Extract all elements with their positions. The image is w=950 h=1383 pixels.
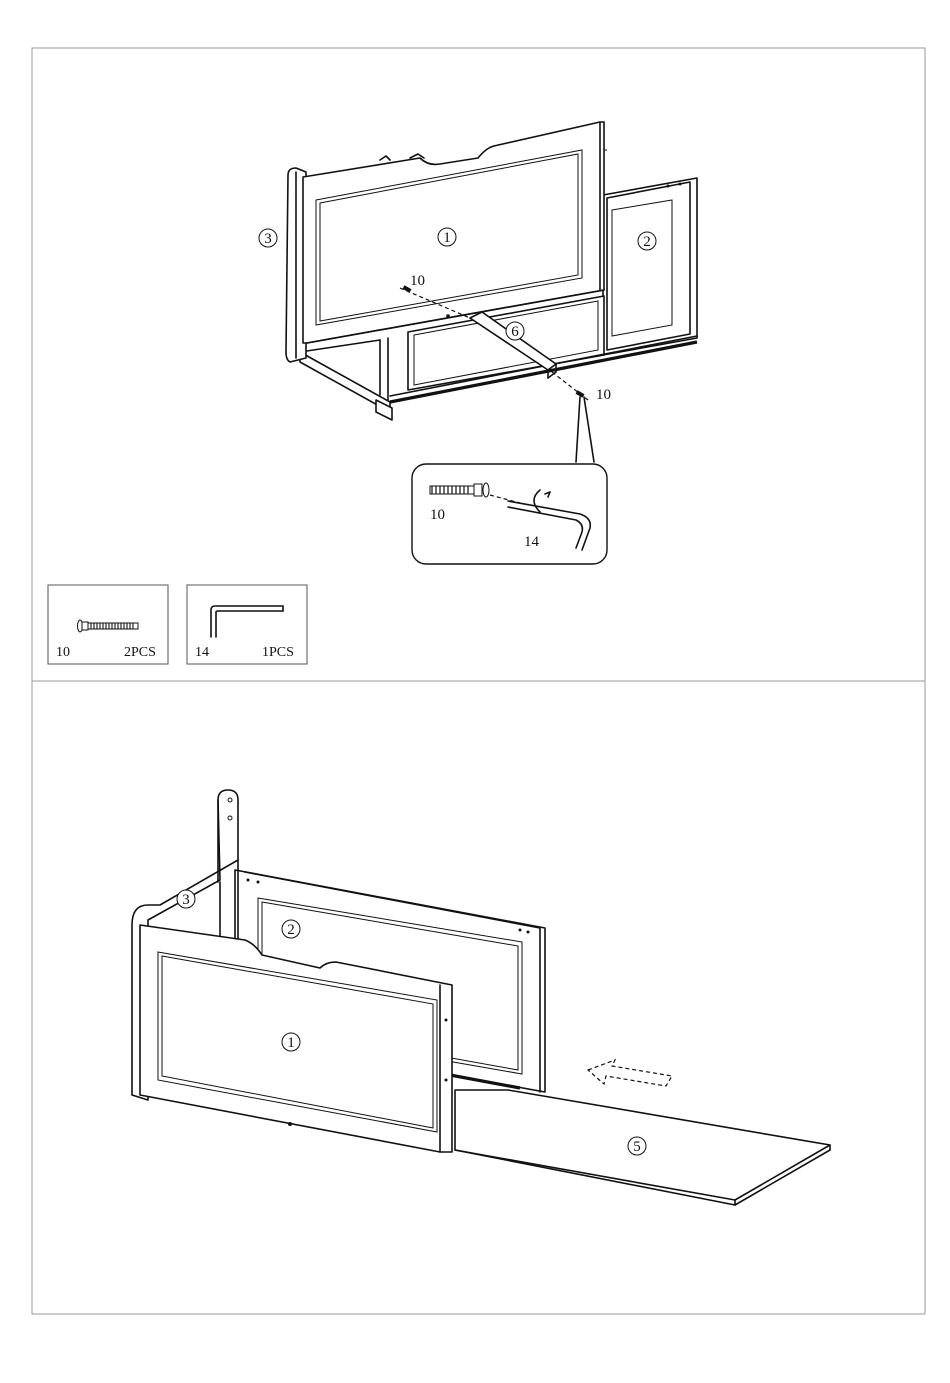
dashed-arrow-icon <box>588 1060 672 1086</box>
label-part-3: 3 <box>177 890 195 908</box>
svg-text:2: 2 <box>643 234 651 250</box>
parts-item-10-id: 10 <box>56 645 70 660</box>
svg-text:5: 5 <box>633 1139 641 1155</box>
svg-text:3: 3 <box>182 892 190 908</box>
detail-wrench-label: 14 <box>524 534 540 550</box>
step1-diagram: 3 1 2 6 10 10 <box>259 122 697 564</box>
screw-callout-bottom: 10 <box>596 387 611 403</box>
label-part-6: 6 <box>506 322 524 340</box>
parts-item-14-qty: 1PCS <box>262 645 294 660</box>
detail-bubble: 10 14 <box>412 464 607 564</box>
step2-diagram: 3 2 1 5 <box>132 790 830 1205</box>
detail-screw-label: 10 <box>430 507 445 523</box>
parts-item-14-id: 14 <box>195 645 209 660</box>
label-part-2: 2 <box>282 920 300 938</box>
label-part-1: 1 <box>438 228 456 246</box>
label-part-3: 3 <box>259 229 277 247</box>
svg-text:3: 3 <box>264 231 272 247</box>
label-part-1: 1 <box>282 1033 300 1051</box>
svg-text:2: 2 <box>287 922 295 938</box>
parts-item-10: 10 2PCS <box>48 585 168 664</box>
svg-text:1: 1 <box>443 230 451 246</box>
base-frame <box>300 338 392 420</box>
svg-text:6: 6 <box>511 324 519 340</box>
parts-item-14: 14 1PCS <box>187 585 307 664</box>
label-part-5: 5 <box>628 1137 646 1155</box>
screw-callout-top: 10 <box>410 273 425 289</box>
svg-text:1: 1 <box>287 1035 295 1051</box>
label-part-2: 2 <box>638 232 656 250</box>
parts-item-10-qty: 2PCS <box>124 645 156 660</box>
